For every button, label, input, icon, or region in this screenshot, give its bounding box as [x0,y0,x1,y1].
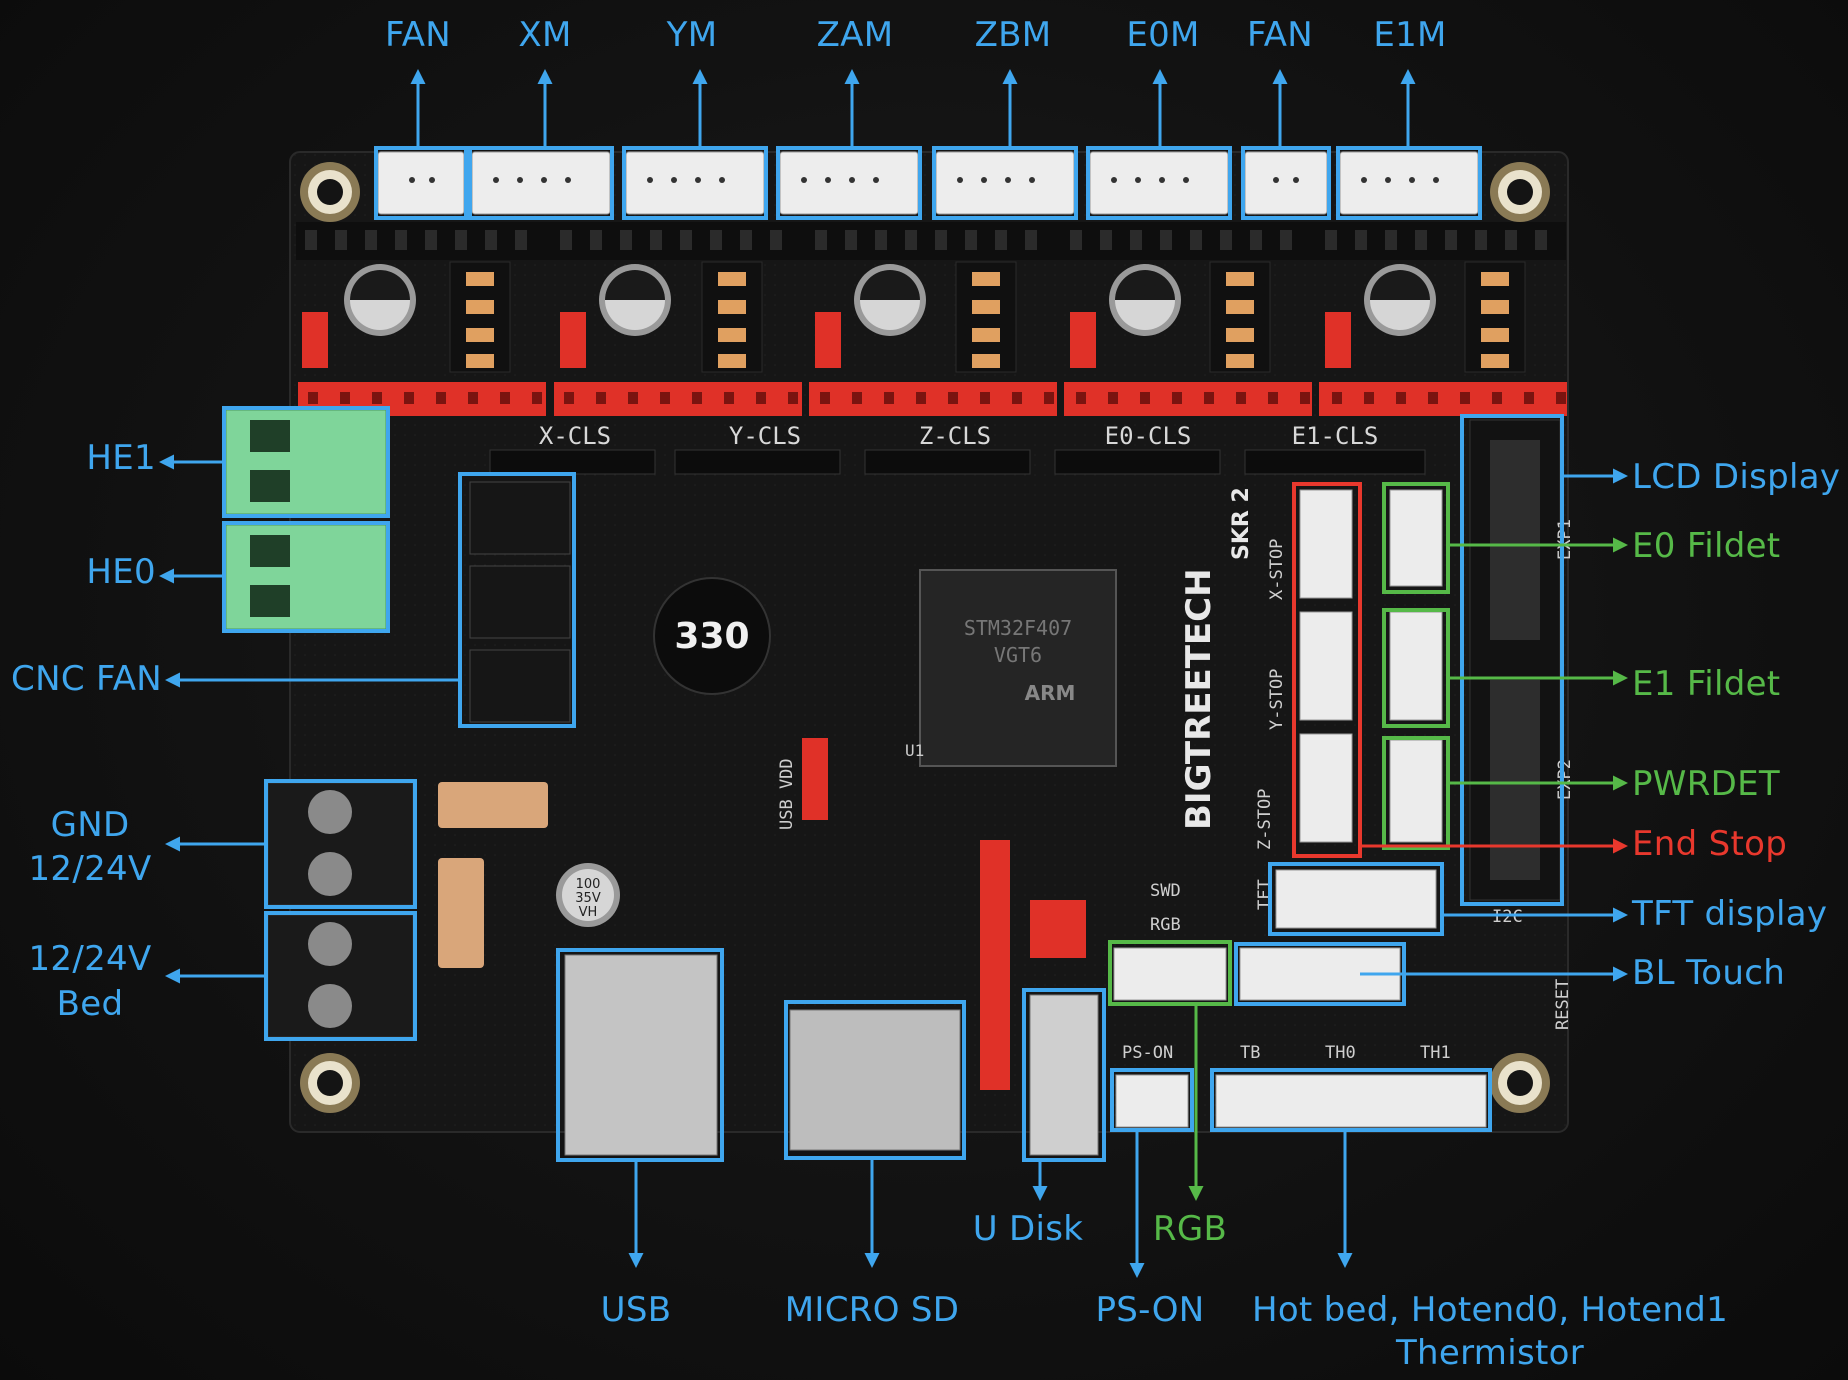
label-bl-touch: BL Touch [1632,953,1786,993]
silk-e0-cls: E0-CLS [1105,422,1192,450]
silk-e1-cls: E1-CLS [1292,422,1379,450]
silk-tb: TB [1240,1043,1260,1063]
silk-exp1: EXP1 [1555,519,1575,560]
silk-th0: TH0 [1325,1043,1356,1063]
label-rgb: RGB [1152,1209,1228,1249]
label-fan-1: FAN [384,15,452,55]
label-he1: HE1 [86,438,156,478]
annotation-arrows [159,69,1628,1278]
label-he0: HE0 [86,552,156,592]
chip-text-arm: ARM [1025,681,1076,705]
chip-text-line1: STM32F407 [964,616,1072,640]
silk-rgb: RGB [1150,915,1181,935]
label-zam: ZAM [816,15,894,55]
label-u-disk: U Disk [972,1209,1084,1249]
silk-usb-vdd: USB VDD [777,758,797,830]
label-ym: YM [666,15,718,55]
silk-swd: SWD [1150,881,1181,901]
label-gnd-line2: 12/24V [28,849,152,889]
label-e0m: E0M [1126,15,1200,55]
silk-i2c: I2C [1492,907,1523,927]
silk-x-cls: X-CLS [539,422,611,450]
cap-marking-3: VH [579,905,598,920]
label-bed-line1: 12/24V [28,939,152,979]
cap-marking-2: 35V [575,891,601,906]
annotation-boxes [222,146,1564,1162]
chip-text-line2: VGT6 [994,643,1042,667]
silk-reset: RESET [1553,979,1573,1030]
silk-y-stop: Y-STOP [1267,669,1287,730]
heater-terminals [225,409,387,630]
silk-x-stop: X-STOP [1267,539,1287,600]
silk-exp2: EXP2 [1555,759,1575,800]
silk-z-cls: Z-CLS [919,422,991,450]
cap-marking-1: 100 [576,877,601,892]
label-gnd-line1: GND [50,805,130,845]
silk-th1: TH1 [1420,1043,1451,1063]
inductor-marking: 330 [674,616,749,657]
silk-y-cls: Y-CLS [729,422,801,450]
silk-ps-on: PS-ON [1122,1043,1173,1063]
label-zbm: ZBM [974,15,1052,55]
label-e1-fildet: E1 Fildet [1632,664,1781,704]
label-tft-display: TFT display [1632,894,1828,934]
driver-bays [302,261,1526,373]
silk-u1: U1 [905,741,924,760]
label-ps-on: PS-ON [1095,1290,1205,1330]
label-bed-line2: Bed [56,984,124,1024]
label-pwrdet: PWRDET [1632,764,1780,804]
label-thermistor-line1: Hot bed, Hotend0, Hotend1 [1251,1290,1729,1330]
label-lcd-display: LCD Display [1632,457,1841,497]
label-e1m: E1M [1373,15,1447,55]
mounting-holes [300,162,1550,1113]
mcu-chip: STM32F407 VGT6 ARM [919,569,1117,767]
power-terminals [267,782,414,1038]
driver-pin-headers [298,382,1567,416]
silk-z-stop: Z-STOP [1255,789,1275,850]
label-xm: XM [518,15,572,55]
label-fan-2: FAN [1246,15,1314,55]
label-micro-sd: MICRO SD [784,1290,960,1330]
label-end-stop: End Stop [1632,824,1788,864]
model-text: SKR 2 [1229,487,1254,560]
brand-text: BIGTREETECH [1179,568,1219,830]
label-e0-fildet: E0 Fildet [1632,526,1781,566]
label-cnc-fan: CNC FAN [11,659,162,699]
label-usb: USB [600,1290,672,1330]
label-thermistor-line2: Thermistor [1395,1333,1584,1373]
